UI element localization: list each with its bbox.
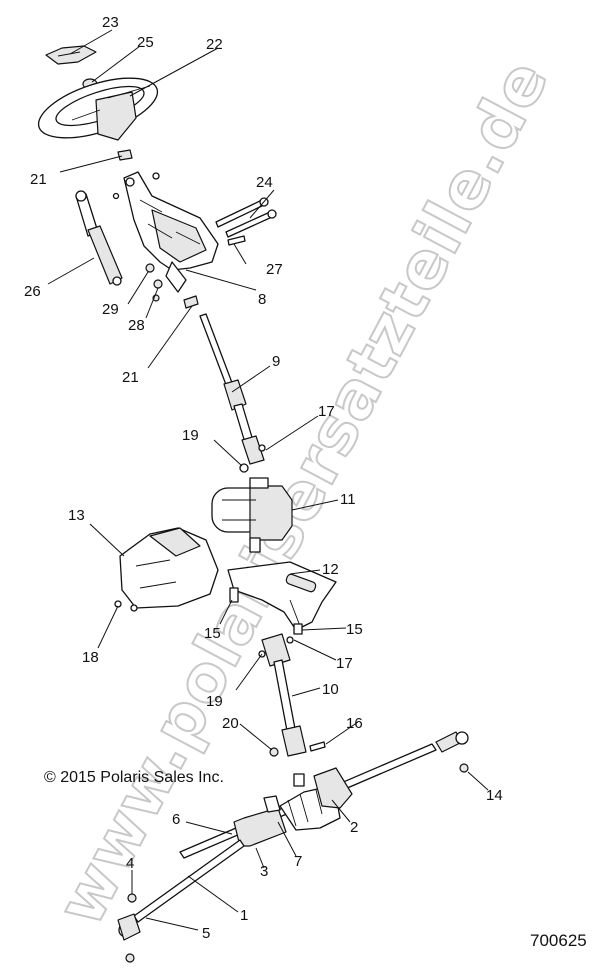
part-15-bolt-left [229, 587, 239, 603]
callout-19-lower: 19 [206, 693, 223, 710]
callout-13: 13 [68, 507, 85, 524]
callout-10: 10 [322, 681, 339, 698]
part-9-upper-steering-shaft [199, 313, 266, 473]
leader-lines [47, 29, 489, 931]
callout-8: 8 [258, 291, 266, 308]
copyright-notice: © 2015 Polaris Sales Inc. [44, 769, 224, 786]
part-14-tie-rod-end-right [435, 731, 469, 753]
callout-14: 14 [486, 787, 503, 804]
callout-21-lower: 21 [122, 369, 139, 386]
callout-12: 12 [322, 561, 339, 578]
part-4-nut [127, 893, 137, 903]
part-27-bolt [227, 235, 246, 246]
part-11-eps-unit [211, 477, 293, 553]
part-10-intermediate-shaft [258, 633, 307, 757]
callout-7: 7 [294, 853, 302, 870]
part-21-bushing-lower [183, 295, 199, 309]
callout-23: 23 [102, 14, 119, 31]
callout-1: 1 [240, 907, 248, 924]
callout-29: 29 [102, 301, 119, 318]
part-16-bolt [309, 741, 326, 752]
callout-25: 25 [137, 34, 154, 51]
part-1-tie-rod-left [117, 839, 245, 941]
callout-17-lower: 17 [336, 655, 353, 672]
part-26-gas-strut [75, 190, 123, 286]
callout-20: 20 [222, 715, 239, 732]
callout-22: 22 [206, 36, 223, 53]
callout-26: 26 [24, 283, 41, 300]
part-24-bolts [215, 197, 277, 238]
part-13-eps-cover [114, 527, 219, 612]
callout-16: 16 [346, 715, 363, 732]
diagram-reference-number: 700625 [530, 931, 587, 950]
callout-9: 9 [272, 353, 280, 370]
part-14-nut [459, 763, 469, 773]
callout-17-upper: 17 [318, 403, 335, 420]
callout-5: 5 [202, 925, 210, 942]
callout-27: 27 [266, 261, 283, 278]
callout-6: 6 [172, 811, 180, 828]
callout-4: 4 [126, 855, 134, 872]
callout-28: 28 [128, 317, 145, 334]
callout-3: 3 [260, 863, 268, 880]
callout-15-right: 15 [346, 621, 363, 638]
part-23-wheel-cap [45, 45, 97, 65]
part-22-steering-wheel [37, 77, 159, 141]
part-15-bolt-right [293, 623, 303, 635]
callout-numbers: 23 25 22 21 24 26 29 28 27 8 21 9 19 17 … [24, 14, 503, 942]
part-end-nut-left [125, 953, 135, 963]
callout-18: 18 [82, 649, 99, 666]
callout-15-left: 15 [204, 625, 221, 642]
part-28-washer [153, 279, 163, 289]
part-12-mount-bracket [227, 561, 337, 631]
part-21-bushing-upper [117, 149, 133, 161]
callout-19-upper: 19 [182, 427, 199, 444]
part-29-nut [145, 263, 155, 273]
callout-11: 11 [340, 491, 356, 508]
callout-2: 2 [350, 819, 358, 836]
callout-24: 24 [256, 174, 273, 191]
part-8-tilt-bracket [112, 171, 219, 293]
callout-21-upper: 21 [30, 171, 47, 188]
part-2-steering-rack [179, 743, 437, 859]
